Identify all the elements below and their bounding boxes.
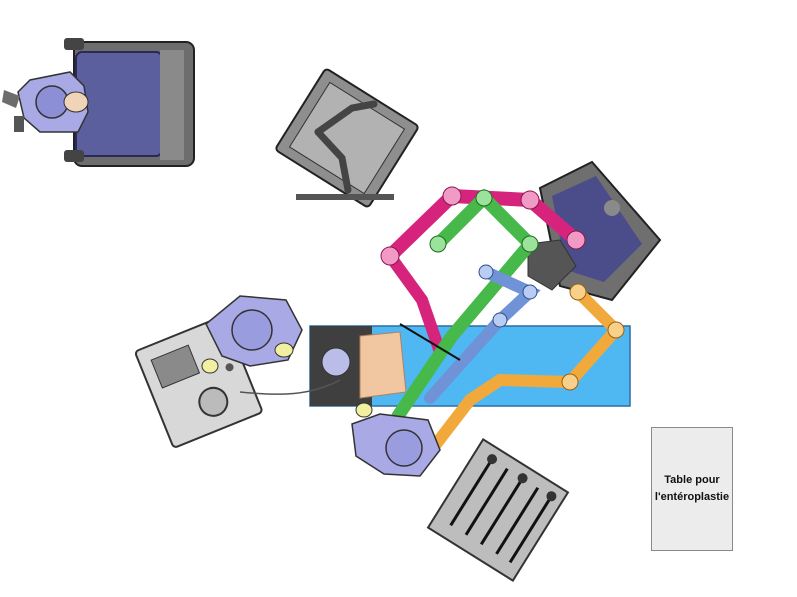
- enteroplasty-table-label: Table pour l'entéroplastie: [654, 474, 730, 503]
- anesthesiologist: [201, 295, 303, 374]
- enteroplasty-table: Table pour l'entéroplastie: [651, 427, 733, 551]
- console-surgeon: [2, 71, 89, 133]
- robot-arm-blue: [424, 264, 541, 404]
- surgeon-console: [64, 38, 195, 167]
- robot-arm-green: [391, 188, 539, 423]
- instrument-tray: [426, 438, 570, 582]
- patient-side-cart: [527, 160, 662, 302]
- instrument-shaft: [399, 323, 461, 361]
- vision-monitor: [275, 68, 419, 208]
- anesthesia-tube: [239, 379, 341, 395]
- assistant-surgeon: [351, 402, 441, 477]
- robot-arm-orange: [424, 283, 625, 458]
